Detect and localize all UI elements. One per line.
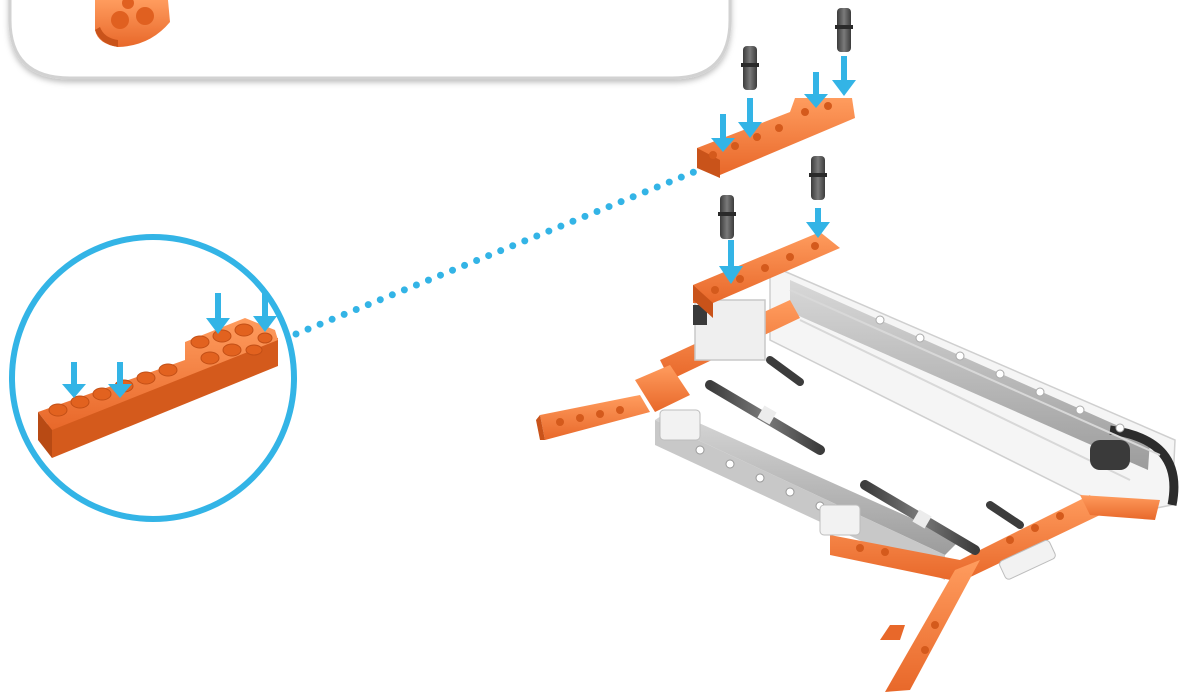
conveyor-belt bbox=[770, 265, 1175, 515]
callout-connector-line bbox=[296, 172, 694, 334]
connector-pin-icon bbox=[835, 8, 853, 52]
zoom-callout bbox=[12, 237, 294, 519]
parts-panel bbox=[0, 0, 730, 78]
connector-pin-icon bbox=[809, 156, 827, 200]
connector-pin-icon bbox=[718, 195, 736, 239]
down-arrow-icon bbox=[832, 56, 856, 96]
connector-pin-icon bbox=[741, 46, 759, 90]
down-arrow-icon bbox=[806, 208, 830, 238]
conveyor-assembly bbox=[536, 8, 1175, 692]
